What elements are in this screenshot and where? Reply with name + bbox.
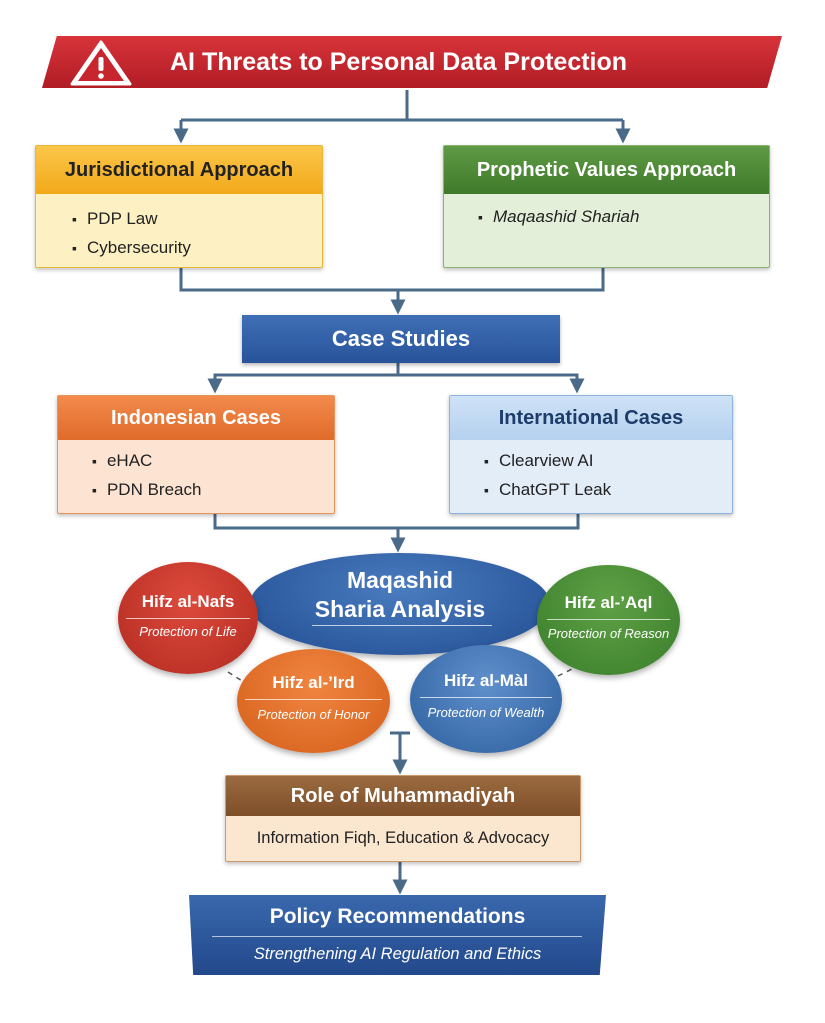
divider <box>312 625 492 626</box>
list-item: Maqaashid Shariah <box>478 202 769 231</box>
list-item: PDP Law <box>72 204 322 233</box>
case-studies-box: Case Studies <box>242 315 560 363</box>
divider <box>126 618 250 619</box>
hifz-al-mal-meaning: Protection of Wealth <box>427 705 545 720</box>
warning-triangle-icon <box>70 40 132 86</box>
list-item: Clearview AI <box>484 446 732 475</box>
divider <box>245 699 382 700</box>
indonesian-cases-box: Indonesian Cases eHAC PDN Breach <box>57 395 335 514</box>
title-banner <box>42 36 782 88</box>
policy-recommendations-box <box>189 895 606 975</box>
indonesian-cases-heading: Indonesian Cases <box>58 396 334 440</box>
hifz-al-nafs-circle: Hifz al-Nafs Protection of Life <box>118 562 258 674</box>
hifz-al-aql-meaning: Protection of Reason <box>547 626 670 641</box>
hifz-al-mal-name: Hifz al-Màl <box>443 671 529 690</box>
maqashid-analysis-title-line2: Sharia Analysis <box>314 596 486 622</box>
role-of-muhammadiyah-text: Information Fiqh, Education & Advocacy <box>256 829 550 847</box>
jurisdictional-approach-heading: Jurisdictional Approach <box>36 146 322 194</box>
divider <box>420 697 552 698</box>
role-of-muhammadiyah-box: Role of Muhammadiyah Information Fiqh, E… <box>225 775 581 862</box>
hifz-al-nafs-meaning: Protection of Life <box>139 624 237 639</box>
policy-recommendations-text: Strengthening AI Regulation and Ethics <box>253 945 542 963</box>
list-item: PDN Breach <box>92 475 334 504</box>
prophetic-values-approach-heading: Prophetic Values Approach <box>444 146 769 194</box>
hifz-al-ird-meaning: Protection of Honor <box>257 707 370 722</box>
international-cases-box: International Cases Clearview AI ChatGPT… <box>449 395 733 514</box>
maqashid-analysis-title: Maqashid Sharia Analysis <box>250 566 550 624</box>
divider <box>547 619 670 620</box>
divider <box>212 936 582 937</box>
hifz-al-ird-name: Hifz al-’Ird <box>272 673 355 692</box>
hifz-al-aql-circle: Hifz al-’Aql Protection of Reason <box>537 565 680 675</box>
hifz-al-aql-name: Hifz al-’Aql <box>564 593 653 612</box>
role-of-muhammadiyah-heading: Role of Muhammadiyah <box>226 776 580 816</box>
maqashid-analysis-ellipse <box>250 553 550 655</box>
maqashid-analysis-title-line1: Maqashid <box>346 567 454 593</box>
hifz-al-nafs-name: Hifz al-Nafs <box>141 592 235 611</box>
policy-recommendations-heading: Policy Recommendations <box>269 905 526 928</box>
list-item: eHAC <box>92 446 334 475</box>
hifz-al-mal-circle: Hifz al-Màl Protection of Wealth <box>410 645 562 753</box>
page-title: AI Threats to Personal Data Protection <box>170 48 628 76</box>
international-cases-heading: International Cases <box>450 396 732 440</box>
hifz-al-ird-circle: Hifz al-’Ird Protection of Honor <box>237 649 390 753</box>
list-item: ChatGPT Leak <box>484 475 732 504</box>
jurisdictional-approach-box: Jurisdictional Approach PDP Law Cybersec… <box>35 145 323 268</box>
prophetic-values-approach-box: Prophetic Values Approach Maqaashid Shar… <box>443 145 770 268</box>
list-item: Cybersecurity <box>72 233 322 262</box>
